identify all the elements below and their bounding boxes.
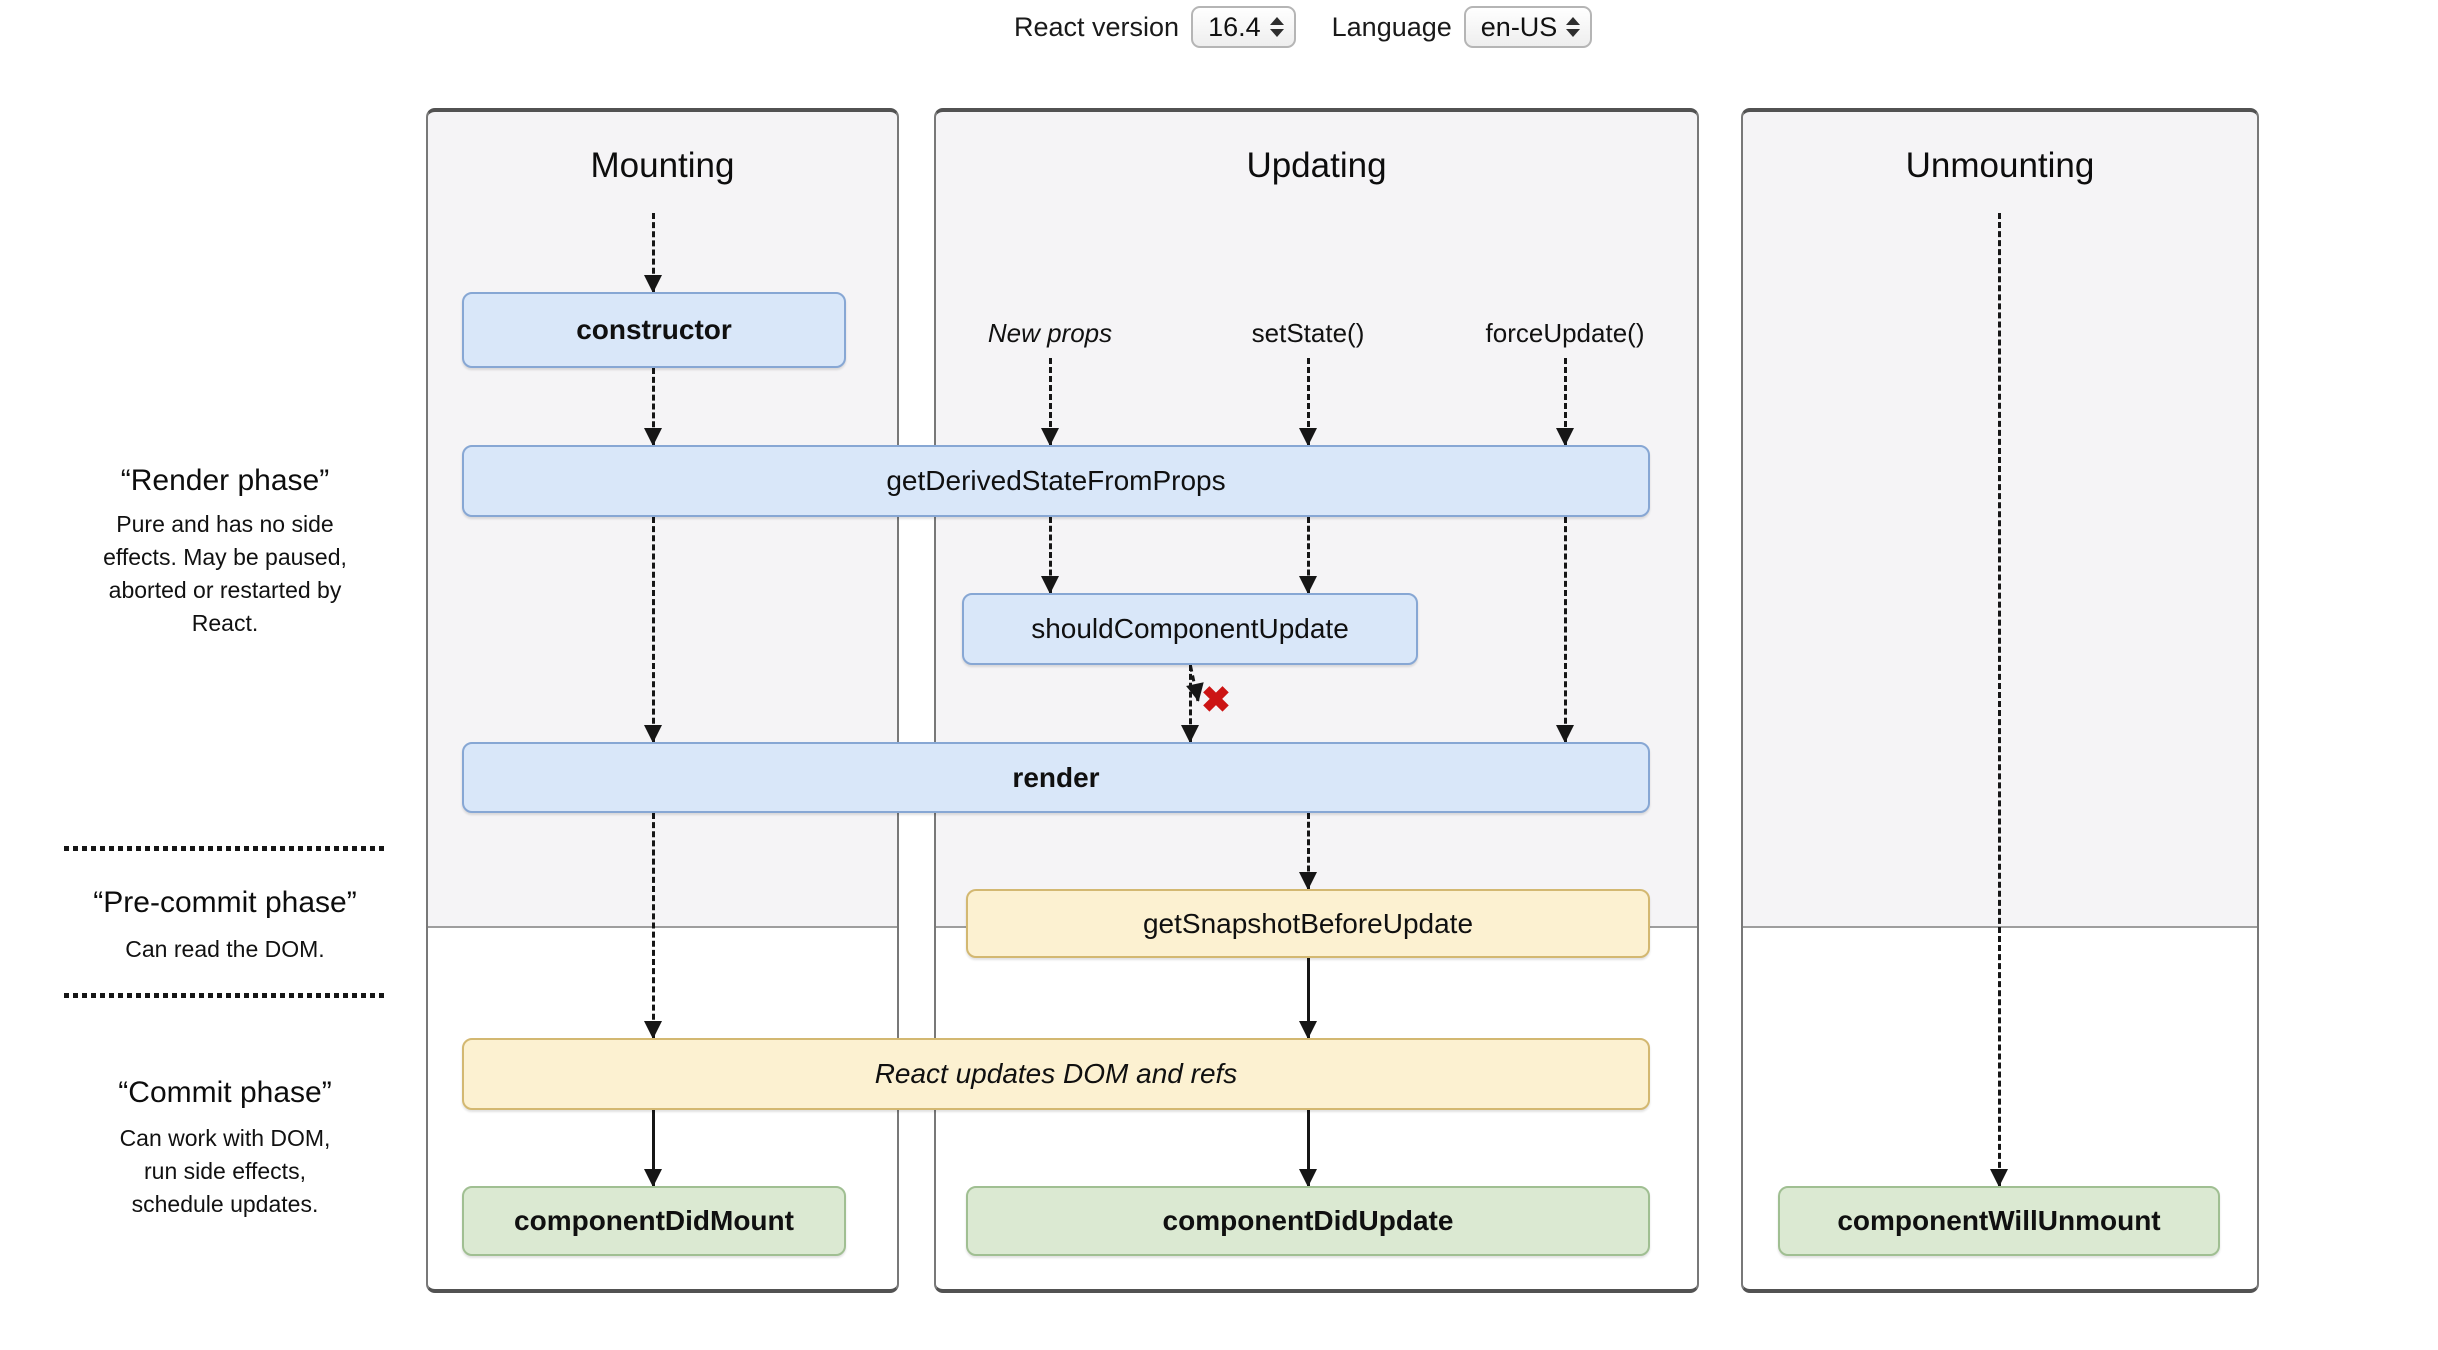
abort-x-icon: ✖ <box>1200 679 1232 720</box>
arrow-getderivedstate-to-shouldcomponentupdate-setstate <box>1299 517 1317 594</box>
arrow-newprops-to-getderivedstate <box>1041 358 1059 446</box>
mounting-column <box>426 108 899 1293</box>
react-updates-dom-box: React updates DOM and refs <box>462 1038 1650 1110</box>
commit-phase-title: “Commit phase” <box>118 1076 332 1109</box>
select-stepper-icon <box>1269 17 1284 37</box>
arrow-unmounting-to-componentwillunmount <box>1990 213 2008 1187</box>
phase-separator <box>64 846 386 851</box>
arrow-forceupdate-to-getderivedstate <box>1556 358 1574 446</box>
language-select[interactable]: en-US <box>1463 6 1593 48</box>
render-box[interactable]: render <box>462 742 1650 813</box>
componentdidmount-box[interactable]: componentDidMount <box>462 1186 846 1256</box>
updating-column <box>934 108 1699 1293</box>
language-label: Language <box>1331 11 1452 42</box>
mounting-column-title: Mounting <box>590 146 735 185</box>
arrow-getderivedstate-to-shouldcomponentupdate-newprops <box>1041 517 1059 594</box>
arrow-render-to-reactupdates-mounting <box>644 813 662 1039</box>
arrow-render-to-getsnapshot <box>1299 813 1317 890</box>
arrow-getsnapshot-to-reactupdates <box>1299 958 1317 1039</box>
pre-commit-phase-title: “Pre-commit phase” <box>93 886 357 919</box>
arrow-reactupdates-to-componentdidupdate <box>1299 1110 1317 1187</box>
force-update-label: forceUpdate() <box>1485 318 1645 348</box>
render-phase-title: “Render phase” <box>120 464 330 497</box>
getsnapshotbeforeupdate-box[interactable]: getSnapshotBeforeUpdate <box>966 889 1650 958</box>
componentdidupdate-box[interactable]: componentDidUpdate <box>966 1186 1650 1256</box>
arrow-mounting-start-to-constructor <box>644 213 662 293</box>
arrow-constructor-to-getderivedstate <box>644 368 662 446</box>
arrow-getderivedstate-to-render-mounting <box>644 517 662 743</box>
language-value: en-US <box>1480 11 1558 42</box>
commit-phase-description: Can work with DOM, run side effects, sch… <box>119 1125 331 1217</box>
phase-separator <box>64 993 386 998</box>
getderivedstatefromprops-box[interactable]: getDerivedStateFromProps <box>462 445 1650 517</box>
set-state-label: setState() <box>1251 318 1365 348</box>
render-phase-description: Pure and has no side effects. May be pau… <box>103 511 347 636</box>
react-version-select[interactable]: 16.4 <box>1191 6 1296 48</box>
shouldcomponentupdate-box[interactable]: shouldComponentUpdate <box>962 593 1418 665</box>
arrow-setstate-to-getderivedstate <box>1299 358 1317 446</box>
unmounting-column-title: Unmounting <box>1905 146 2095 185</box>
updating-column-title: Updating <box>1246 146 1387 185</box>
select-stepper-icon <box>1566 17 1581 37</box>
toolbar: React version 16.4 Language en-US <box>1014 6 1593 48</box>
arrow-forceupdate-to-render <box>1556 517 1574 743</box>
react-version-label: React version <box>1014 11 1180 42</box>
pre-commit-phase-description: Can read the DOM. <box>125 936 325 962</box>
new-props-label: New props <box>987 318 1113 348</box>
react-version-value: 16.4 <box>1208 11 1261 42</box>
componentwillunmount-box[interactable]: componentWillUnmount <box>1778 1186 2220 1256</box>
constructor-box[interactable]: constructor <box>462 292 846 368</box>
arrow-reactupdates-to-componentdidmount <box>644 1110 662 1187</box>
